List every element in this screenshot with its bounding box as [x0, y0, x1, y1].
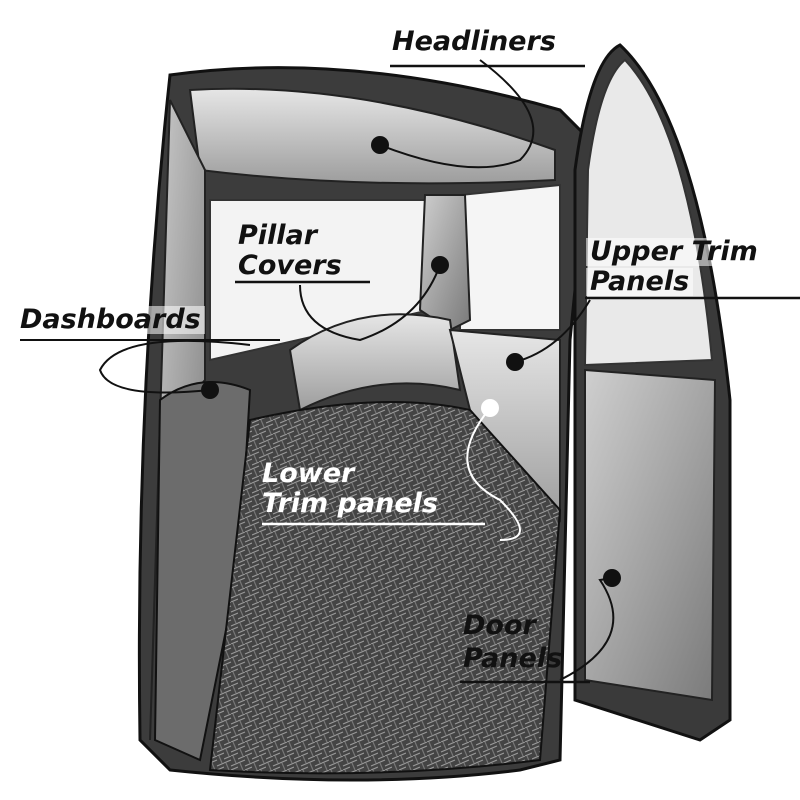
- leader-dashboards: [20, 339, 280, 394]
- leader-lower-trim: [466, 407, 521, 541]
- marker-lower-trim: [481, 399, 499, 417]
- label-pillar-covers-2: Covers: [238, 250, 342, 281]
- marker-pillar: [431, 256, 449, 274]
- headliner: [188, 87, 556, 185]
- label-headliners: Headliners: [392, 26, 556, 57]
- dashboard: [288, 313, 462, 412]
- carpet-floor: [208, 401, 562, 775]
- label-pillar-covers-1: Pillar: [238, 220, 318, 251]
- label-dashboards: Dashboards: [16, 306, 205, 334]
- label-upper-trim-1: Upper Trim: [586, 238, 762, 266]
- label-upper-trim-2: Panels: [586, 268, 694, 296]
- marker-dashboards: [201, 381, 219, 399]
- marker-door: [603, 569, 621, 587]
- leader-headliners: [379, 59, 535, 169]
- marker-headliners: [371, 136, 389, 154]
- label-lower-trim-2: Trim panels: [262, 488, 438, 519]
- label-lower-trim-1: Lower: [262, 458, 355, 489]
- door-panel: [584, 368, 717, 702]
- label-door-panels-2: Panels: [463, 643, 563, 674]
- side-window: [459, 183, 561, 331]
- label-door-panels-1: Door: [463, 610, 536, 641]
- leader-pillar: [299, 264, 441, 342]
- marker-upper-trim: [506, 353, 524, 371]
- leader-upper-trim: [514, 299, 591, 363]
